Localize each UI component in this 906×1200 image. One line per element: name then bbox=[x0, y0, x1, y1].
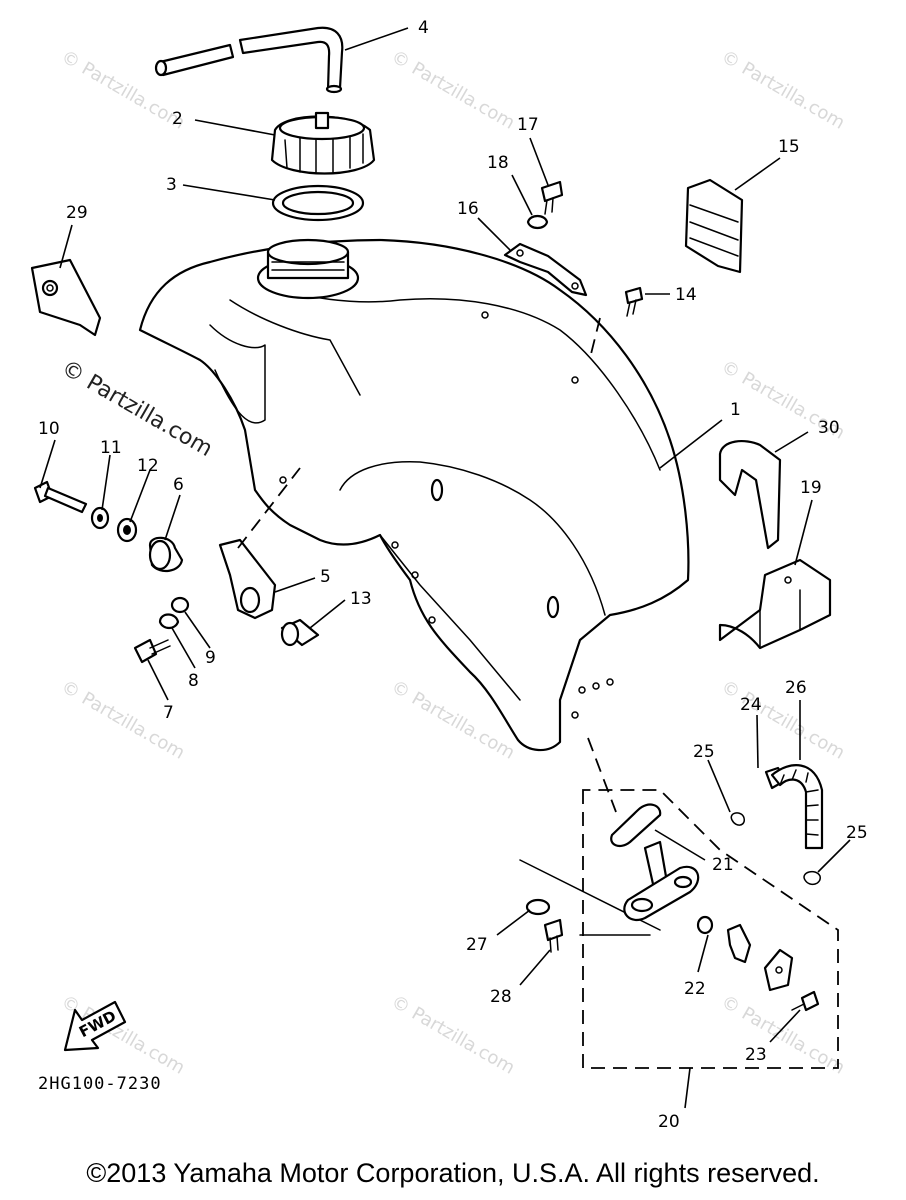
part-18-washer bbox=[526, 214, 549, 230]
callout-labels: 1 2 3 4 5 6 7 8 9 10 11 12 13 14 15 16 1… bbox=[38, 18, 868, 1132]
callout-13: 13 bbox=[350, 589, 372, 609]
leader-lines bbox=[39, 27, 851, 1109]
callout-29: 29 bbox=[66, 203, 88, 223]
diagram-code: 2HG100-7230 bbox=[38, 1074, 162, 1094]
part-8-washer bbox=[158, 613, 180, 630]
part-4-vent-hose bbox=[154, 26, 344, 94]
callout-28: 28 bbox=[490, 987, 512, 1007]
part-17-bolt bbox=[540, 180, 564, 215]
part-19-damper bbox=[718, 558, 832, 650]
part-25-clip-upper bbox=[730, 812, 745, 826]
callout-26: 26 bbox=[785, 678, 807, 698]
callout-12: 12 bbox=[137, 456, 159, 476]
watermark: © Partzilla.com bbox=[388, 46, 519, 134]
part-2-fuel-cap bbox=[270, 111, 376, 175]
callout-6: 6 bbox=[173, 475, 184, 495]
fuel-cock-lever bbox=[726, 923, 752, 964]
part-23-screw bbox=[791, 990, 820, 1012]
part-5-bracket bbox=[218, 538, 277, 620]
watermark: © Partzilla.com bbox=[718, 676, 849, 764]
callout-18: 18 bbox=[487, 153, 509, 173]
callout-9: 9 bbox=[205, 648, 216, 668]
part-29-bracket bbox=[30, 258, 102, 337]
callout-20: 20 bbox=[658, 1112, 680, 1132]
part-11-washer bbox=[90, 506, 110, 530]
callout-15: 15 bbox=[778, 137, 800, 157]
part-27-washer bbox=[525, 898, 551, 916]
part-30-band bbox=[718, 439, 782, 550]
callout-2: 2 bbox=[172, 109, 183, 129]
part-26-fuel-hose bbox=[770, 764, 824, 850]
part-6-grommet bbox=[148, 536, 184, 573]
callout-22: 22 bbox=[684, 979, 706, 999]
part-1-fuel-tank bbox=[138, 238, 690, 752]
part-15-damper bbox=[684, 178, 744, 274]
parts-diagram: © Partzilla.com © Partzilla.com © Partzi… bbox=[30, 18, 868, 1132]
fuel-cock-body bbox=[623, 840, 700, 921]
callout-7: 7 bbox=[163, 703, 174, 723]
fuel-cock-plate bbox=[763, 948, 794, 992]
part-22-o-ring bbox=[696, 915, 714, 935]
callout-24: 24 bbox=[740, 695, 762, 715]
callout-1: 1 bbox=[730, 400, 741, 420]
part-10-bolt bbox=[33, 480, 88, 514]
callout-21: 21 bbox=[712, 855, 734, 875]
callout-4: 4 bbox=[418, 18, 429, 38]
copyright-notice: ©2013 Yamaha Motor Corporation, U.S.A. A… bbox=[86, 1158, 820, 1188]
callout-17: 17 bbox=[517, 115, 539, 135]
callout-5: 5 bbox=[320, 567, 331, 587]
callout-10: 10 bbox=[38, 419, 60, 439]
part-16-stay bbox=[503, 242, 588, 297]
fwd-arrow-icon bbox=[63, 1000, 127, 1052]
callout-14: 14 bbox=[675, 285, 697, 305]
part-25-clip-lower bbox=[803, 870, 821, 886]
callout-25-upper: 25 bbox=[693, 742, 715, 762]
part-7-bolt bbox=[133, 638, 171, 664]
callout-3: 3 bbox=[166, 175, 177, 195]
part-13-collar bbox=[280, 618, 320, 647]
callout-27: 27 bbox=[466, 935, 488, 955]
part-14-screw bbox=[624, 286, 644, 317]
watermark-prominent: © Partzilla.com bbox=[57, 356, 217, 463]
callout-30: 30 bbox=[818, 418, 840, 438]
callout-19: 19 bbox=[800, 478, 822, 498]
callout-23: 23 bbox=[745, 1045, 767, 1065]
part-28-screw bbox=[543, 918, 564, 953]
watermark: © Partzilla.com bbox=[718, 46, 849, 134]
part-3-gasket bbox=[271, 184, 365, 222]
callout-8: 8 bbox=[188, 671, 199, 691]
part-12-washer bbox=[116, 517, 138, 543]
watermark: © Partzilla.com bbox=[718, 991, 849, 1079]
part-21-gasket bbox=[610, 803, 662, 848]
callout-11: 11 bbox=[100, 438, 122, 458]
part-9-washer bbox=[170, 596, 190, 614]
callout-25-lower: 25 bbox=[846, 823, 868, 843]
callout-16: 16 bbox=[457, 199, 479, 219]
